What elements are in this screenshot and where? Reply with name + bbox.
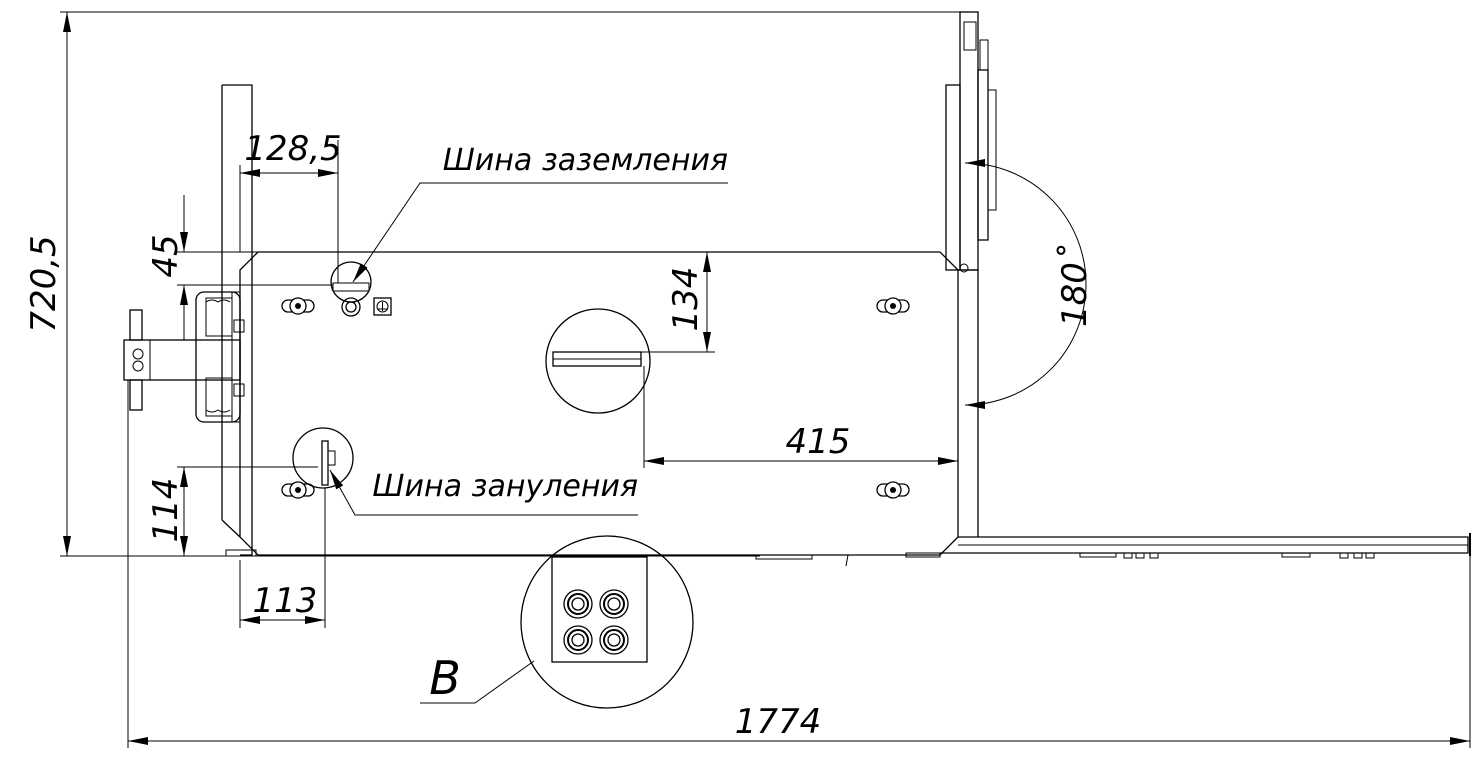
side-mount-assembly bbox=[123, 291, 245, 423]
terminal bbox=[563, 625, 593, 655]
dim-neutral-x: 113 bbox=[253, 581, 318, 621]
dim-width-total: 1774 bbox=[735, 702, 822, 742]
dim-door-angle: 180˚ bbox=[1055, 245, 1095, 327]
terminal bbox=[563, 589, 593, 619]
dim-neutral-y: 114 bbox=[146, 478, 186, 543]
detail-b bbox=[520, 535, 694, 709]
dim-grounding-y: 45 bbox=[146, 234, 186, 277]
label-neutral-bus: Шина зануления bbox=[372, 469, 638, 504]
dim-slot-depth: 134 bbox=[666, 267, 706, 332]
neutral-bus bbox=[292, 427, 354, 489]
dim-slot-to-edge: 415 bbox=[786, 422, 851, 462]
mounting-slots bbox=[281, 297, 910, 499]
label-grounding-bus: Шина заземления bbox=[443, 143, 728, 178]
terminal bbox=[599, 625, 629, 655]
dim-height-total: 720,5 bbox=[24, 235, 64, 332]
dim-grounding-x: 128,5 bbox=[244, 129, 341, 169]
grounding-bus bbox=[330, 261, 392, 317]
leader-lines bbox=[329, 182, 728, 704]
slot-detail bbox=[545, 308, 651, 414]
label-detail-b: B bbox=[429, 651, 461, 705]
terminal bbox=[599, 589, 629, 619]
dimension-lines bbox=[60, 11, 1471, 748]
